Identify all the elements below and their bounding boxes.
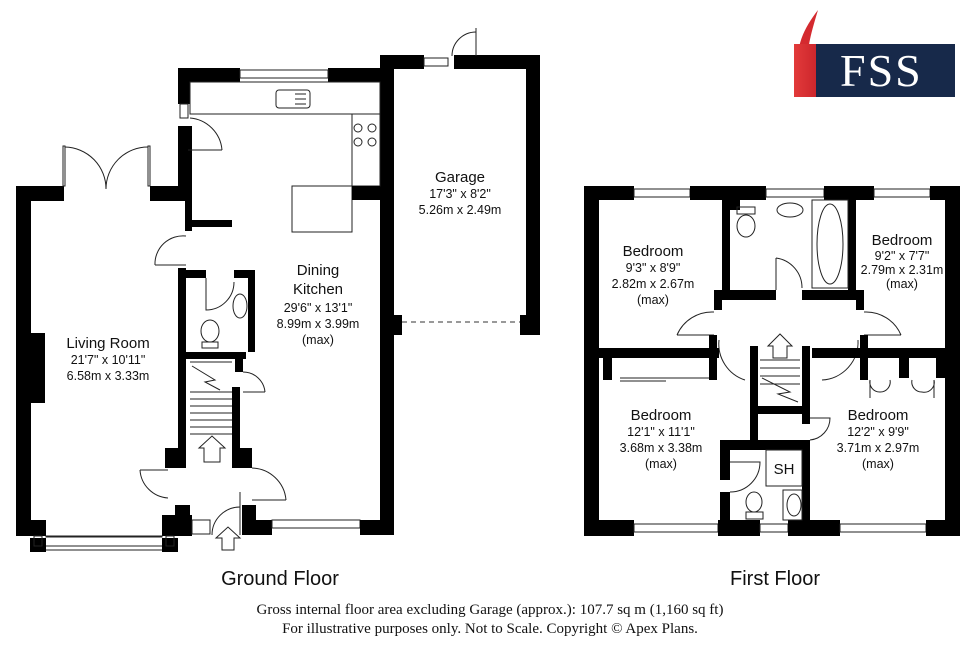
svg-text:9'3" x 8'9": 9'3" x 8'9" xyxy=(626,261,681,275)
svg-text:(max): (max) xyxy=(637,293,669,307)
svg-text:9'2" x 7'7": 9'2" x 7'7" xyxy=(875,249,930,263)
toilet-icon xyxy=(736,214,756,238)
svg-text:12'1" x 11'1": 12'1" x 11'1" xyxy=(627,425,695,439)
svg-text:8.99m x 3.99m: 8.99m x 3.99m xyxy=(277,317,360,331)
bath-icon xyxy=(811,199,849,289)
basin-icon xyxy=(786,493,802,517)
basin-icon xyxy=(776,202,804,218)
svg-text:29'6" x 13'1": 29'6" x 13'1" xyxy=(284,301,353,315)
toilet-icon xyxy=(745,491,763,513)
ground-floor-title: Ground Floor xyxy=(221,568,339,590)
first-floor-plan: SH xyxy=(584,186,960,536)
living-room-label: Living Room 21'7" x 10'11" 6.58m x 3.33m xyxy=(66,335,149,383)
entrance-arrow-icon xyxy=(214,526,242,551)
staircase xyxy=(760,333,800,403)
staircase xyxy=(190,361,232,463)
stair-up-arrow-icon xyxy=(197,435,227,463)
ground-floor-plan xyxy=(16,28,540,552)
svg-text:21'7" x 10'11": 21'7" x 10'11" xyxy=(71,353,146,367)
svg-text:Bedroom: Bedroom xyxy=(623,243,684,260)
basin-icon xyxy=(232,293,248,319)
svg-text:Dining: Dining xyxy=(297,262,340,279)
bedroom-4-label: Bedroom 12'2" x 9'9" 3.71m x 2.97m (max) xyxy=(837,407,920,471)
bedroom-2-label: Bedroom 9'2" x 7'7" 2.79m x 2.31m (max) xyxy=(861,232,944,291)
svg-text:2.79m x 2.31m: 2.79m x 2.31m xyxy=(861,263,944,277)
svg-text:Kitchen: Kitchen xyxy=(293,281,343,298)
svg-text:(max): (max) xyxy=(862,457,894,471)
svg-text:Living Room: Living Room xyxy=(66,335,149,352)
bedroom-3-label: Bedroom 12'1" x 11'1" 3.68m x 3.38m (max… xyxy=(620,407,703,471)
bedroom-1-label: Bedroom 9'3" x 8'9" 2.82m x 2.67m (max) xyxy=(612,243,695,307)
svg-text:SH: SH xyxy=(774,461,795,478)
svg-text:(max): (max) xyxy=(302,333,334,347)
svg-text:Garage: Garage xyxy=(435,169,485,186)
svg-text:17'3" x 8'2": 17'3" x 8'2" xyxy=(429,187,491,201)
fss-logo: FSS xyxy=(790,8,965,100)
svg-text:Bedroom: Bedroom xyxy=(631,407,692,424)
svg-text:6.58m x 3.33m: 6.58m x 3.33m xyxy=(67,369,150,383)
svg-text:3.71m x 2.97m: 3.71m x 2.97m xyxy=(837,441,920,455)
stair-up-arrow-icon xyxy=(766,333,794,359)
hob-icon xyxy=(353,123,377,147)
svg-text:5.26m x 2.49m: 5.26m x 2.49m xyxy=(419,203,502,217)
logo-text: FSS xyxy=(840,45,923,96)
garage-label: Garage 17'3" x 8'2" 5.26m x 2.49m xyxy=(419,169,502,217)
svg-text:2.82m x 2.67m: 2.82m x 2.67m xyxy=(612,277,695,291)
svg-text:3.68m x 3.38m: 3.68m x 3.38m xyxy=(620,441,703,455)
copyright-note: For illustrative purposes only. Not to S… xyxy=(282,621,698,637)
logo-navy-box xyxy=(816,44,955,97)
toilet-icon xyxy=(200,319,220,343)
svg-text:(max): (max) xyxy=(886,277,918,291)
shower-tray xyxy=(765,449,803,487)
svg-text:Bedroom: Bedroom xyxy=(872,232,933,249)
dining-kitchen-label: Dining Kitchen 29'6" x 13'1" 8.99m x 3.9… xyxy=(277,262,360,347)
svg-text:12'2" x 9'9": 12'2" x 9'9" xyxy=(847,425,909,439)
svg-text:Bedroom: Bedroom xyxy=(848,407,909,424)
svg-text:(max): (max) xyxy=(645,457,677,471)
first-floor-title: First Floor xyxy=(730,568,820,590)
floor-area-note: Gross internal floor area excluding Gara… xyxy=(256,602,724,618)
